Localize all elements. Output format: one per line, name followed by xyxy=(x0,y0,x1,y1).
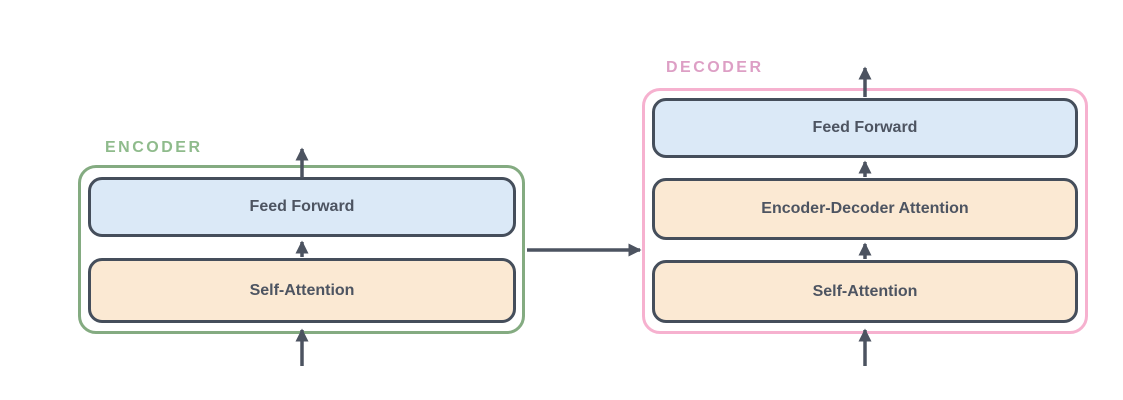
decoder-encoder-decoder-attention-label: Encoder-Decoder Attention xyxy=(761,200,969,217)
decoder-self-attention-node: Self-Attention xyxy=(652,260,1078,323)
decoder-label: DECODER xyxy=(666,59,764,76)
encoder-self-attention-node: Self-Attention xyxy=(88,258,516,323)
decoder-feed-forward-node: Feed Forward xyxy=(652,98,1078,158)
decoder-encoder-decoder-attention-node: Encoder-Decoder Attention xyxy=(652,178,1078,240)
decoder-feed-forward-label: Feed Forward xyxy=(812,119,918,136)
encoder-feed-forward-node: Feed Forward xyxy=(88,177,516,237)
encoder-feed-forward-label: Feed Forward xyxy=(249,198,355,215)
decoder-self-attention-label: Self-Attention xyxy=(812,282,918,300)
encoder-self-attention-label: Self-Attention xyxy=(249,281,355,299)
encoder-label: ENCODER xyxy=(105,139,203,156)
